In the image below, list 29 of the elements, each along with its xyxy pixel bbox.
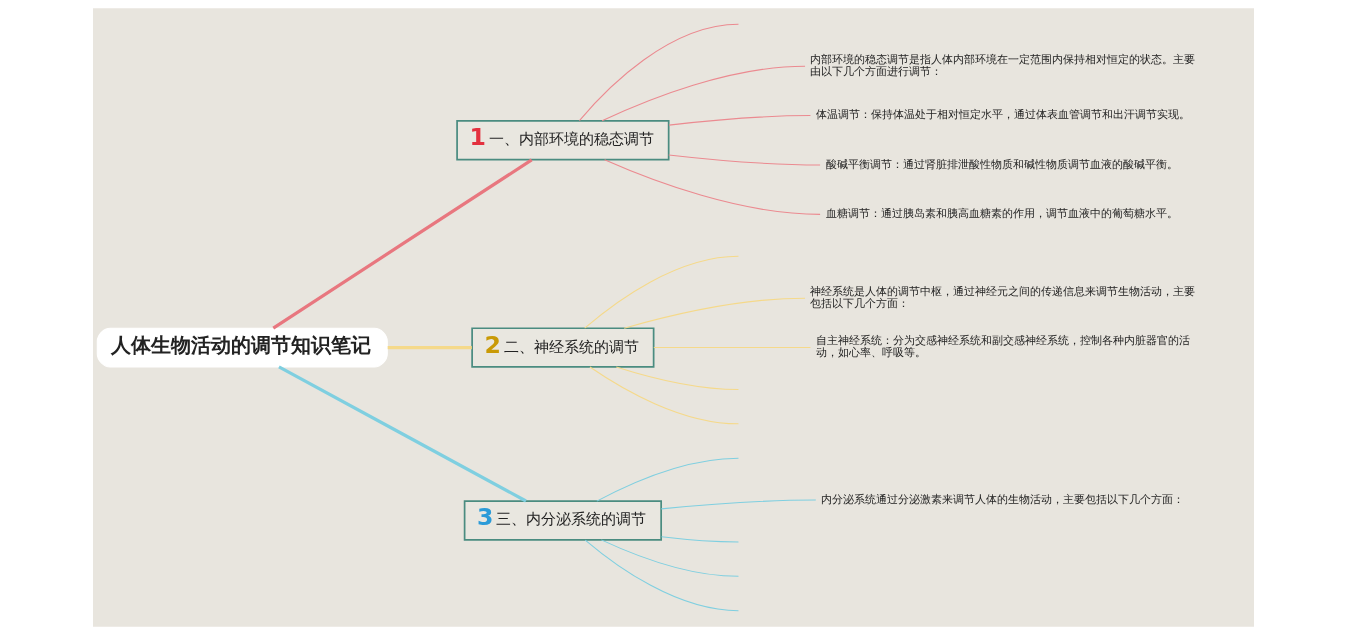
node-box: 3 三、内分泌系统的调节 [463, 500, 662, 541]
node-text: 体温调节：保持体温处于相对恒定水平，通过体表血管调节和出汗调节实现。 [815, 108, 1190, 122]
connector [653, 347, 811, 349]
node-text: 神经系统是人体的调节中枢，通过神经元之间的传递信息来调节生物活动，主要包括以下几个方面： [810, 284, 1196, 310]
node-text: 内分泌系统通过分泌激素来调节人体的生物活动，主要包括以下几个方面： [821, 492, 1185, 506]
connector [272, 158, 533, 330]
connector [615, 366, 739, 390]
node-text: 血糖调节：通过胰岛素和胰高血糖素的作用，调节血液中的葡萄糖水平。 [826, 207, 1179, 221]
connector [668, 115, 811, 126]
node-text: 酸碱平衡调节：通过肾脏排泄酸性物质和碱性物质调节血液的酸碱平衡。 [826, 157, 1179, 171]
connector [596, 457, 739, 502]
connector [584, 255, 739, 329]
node-box: 人体生物活动的调节知识笔记 [96, 327, 388, 368]
connector [387, 345, 472, 350]
connector [600, 539, 739, 577]
connector [604, 159, 821, 215]
node-text: 自主神经系统：分为交感神经系统和副交感神经系统，控制各种内脏器官的活动，如心率、呼吸等。 [815, 334, 1190, 360]
connector [278, 365, 527, 503]
connector [660, 499, 817, 510]
connector [668, 154, 821, 166]
node-box: 1 一、内部环境的稳态调节 [456, 120, 670, 161]
node-box: 2 二、神经系统的调节 [471, 327, 655, 368]
connector [623, 297, 806, 329]
connector [601, 65, 806, 122]
connector [661, 536, 739, 543]
node-text: 内部环境的稳态调节是指人体内部环境在一定范围内保持相对恒定的状态。主要由以下几个方面进行调节： [810, 52, 1196, 78]
connector [584, 539, 739, 612]
connector [589, 366, 739, 425]
connector [578, 23, 739, 122]
